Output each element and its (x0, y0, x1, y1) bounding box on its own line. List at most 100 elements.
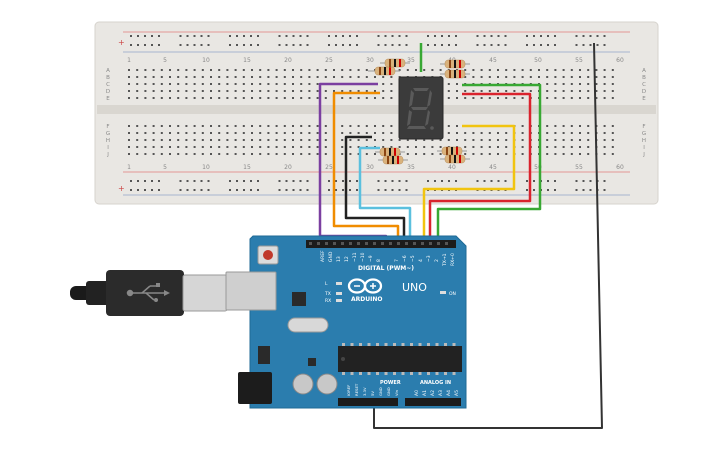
col-number: 15 (243, 57, 251, 64)
usb-cable[interactable] (70, 270, 228, 316)
pin-label: ~10 (360, 252, 366, 262)
col-number: 25 (325, 57, 333, 64)
pin-label: A1 (422, 390, 428, 396)
pin-label: GND (386, 387, 391, 396)
resistor-bottom-left-2[interactable] (378, 155, 408, 165)
display-segments (407, 88, 434, 130)
resistor-top-left-2[interactable] (380, 58, 410, 68)
row-letter: E (642, 96, 646, 102)
col-number: 60 (616, 57, 624, 64)
orange-wire[interactable] (332, 91, 400, 244)
analog-pin-labels: A0 A1 A2 A3 A4 A5 (414, 390, 460, 396)
row-letter: B (642, 75, 646, 81)
row-letter: G (106, 131, 110, 137)
breadboard[interactable]: + + 1 5 10 15 20 25 30 35 40 45 50 55 60… (94, 21, 659, 205)
capacitor-right (316, 373, 338, 395)
row-letter: D (106, 89, 110, 95)
tx-led (336, 292, 342, 295)
on-label: ON (449, 291, 456, 297)
col-number: 25 (325, 164, 333, 171)
l-led (336, 282, 342, 285)
resistor-bottom-right-2[interactable] (440, 154, 470, 164)
pin-label: AREF (320, 250, 326, 262)
col-number: 5 (163, 57, 167, 64)
col-number: 45 (489, 164, 497, 171)
reset-button-cap (263, 250, 273, 260)
row-letter: B (106, 75, 110, 81)
pin-label: 12 (344, 256, 350, 262)
power-label: POWER (380, 380, 401, 386)
power-header[interactable] (338, 398, 398, 406)
seven-segment-display[interactable]: 8 (0, 0, 444, 140)
pin-label: 8 (376, 259, 382, 262)
red-wire[interactable] (428, 92, 532, 244)
usb-port (225, 271, 277, 311)
pin-label: 7 (394, 259, 400, 262)
row-letter: E (106, 96, 110, 102)
col-number: 15 (243, 164, 251, 171)
pin-label: GND (378, 387, 383, 396)
tx-label: TX (324, 291, 331, 297)
pin-label: 5V (370, 391, 375, 396)
usb-chip (292, 292, 306, 306)
pin-label: A2 (430, 390, 436, 396)
pin-label: ~5 (410, 255, 416, 262)
digital-pin-labels: AREF GND 13 12 ~11 ~10 ~9 8 7 ~6 ~5 4 ~3… (320, 250, 456, 267)
pin-label: TX→1 (442, 253, 448, 267)
row-letter: D (642, 89, 646, 95)
pin-label: Vin (394, 389, 399, 396)
cyan-wire[interactable] (358, 146, 412, 244)
power-jack[interactable] (238, 372, 272, 404)
regulator (258, 346, 270, 364)
row-letter: C (106, 82, 110, 88)
arduino-logo-text: ARDUINO (351, 296, 382, 303)
resistor-top-left[interactable] (368, 66, 400, 76)
mcu-pins (342, 343, 456, 375)
col-number: 10 (202, 164, 210, 171)
col-number: 55 (575, 164, 583, 171)
col-number: 45 (489, 57, 497, 64)
col-number: 50 (534, 164, 542, 171)
pin-label: 4 (418, 259, 424, 262)
row-letter: F (106, 124, 109, 130)
pin-label: 2 (434, 259, 440, 262)
wires (318, 42, 603, 429)
small-chip (308, 358, 316, 366)
bottom-plus-label: + (118, 184, 125, 193)
col-number: 60 (616, 164, 624, 171)
pin-label: RESET (354, 383, 359, 396)
green-wire[interactable] (436, 83, 542, 244)
ground-wire[interactable] (373, 42, 603, 429)
row-letter: A (642, 68, 646, 74)
resistor-top-right-2[interactable] (440, 69, 470, 79)
analog-header[interactable] (405, 398, 461, 406)
resistor-bottom-left[interactable] (375, 147, 405, 157)
row-letter: J (642, 152, 645, 158)
rx-label: RX (325, 298, 331, 304)
pin-label: A4 (446, 390, 452, 396)
row-letter: A (106, 68, 110, 74)
usb-plug-metal (182, 274, 228, 312)
row-letter: C (642, 82, 646, 88)
digital-header-holes (309, 242, 448, 245)
black-wire[interactable] (344, 135, 406, 244)
resistor-top-right[interactable] (440, 59, 470, 69)
rx-led (336, 299, 342, 302)
col-number: 20 (284, 57, 292, 64)
row-letter: H (106, 138, 110, 144)
pin-label: A3 (438, 390, 444, 396)
mcu-notch (341, 357, 345, 361)
power-pin-labels: IOREF RESET 3.3V 5V GND GND Vin (346, 383, 399, 396)
row-letter: I (107, 145, 109, 151)
col-number: 10 (202, 57, 210, 64)
col-number: 50 (534, 57, 542, 64)
row-letter: H (642, 138, 646, 144)
arduino-uno-board[interactable]: AREF GND 13 12 ~11 ~10 ~9 8 7 ~6 ~5 4 ~3… (225, 235, 467, 409)
col-number: 55 (575, 57, 583, 64)
analog-label: ANALOG IN (420, 380, 451, 386)
pin-label: 3.3V (362, 387, 367, 396)
col-number: 1 (127, 57, 131, 64)
yellow-wire[interactable] (422, 124, 516, 244)
column-numbers-bottom: 1 5 10 15 20 25 30 35 40 45 50 55 60 (127, 164, 624, 171)
microcontroller-chip (338, 346, 462, 372)
